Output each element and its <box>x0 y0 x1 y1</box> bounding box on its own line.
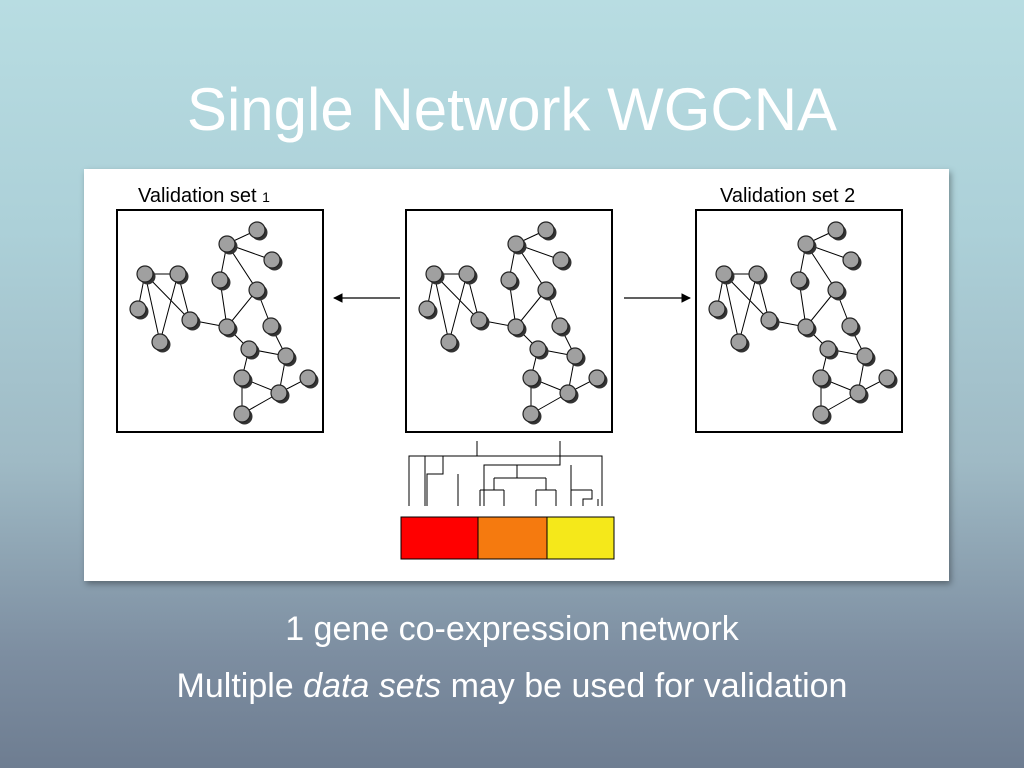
network-node <box>797 318 815 336</box>
network-node <box>233 405 251 423</box>
figure-panel: Validation set 1 Validation set 2 <box>84 169 949 581</box>
network-edge <box>738 273 758 343</box>
network-node <box>500 271 518 289</box>
module-orange <box>477 516 548 560</box>
network-node <box>827 281 845 299</box>
network-node <box>470 311 488 329</box>
network-center <box>405 209 613 433</box>
network-node <box>559 384 577 402</box>
network-node <box>248 281 266 299</box>
network-node <box>760 311 778 329</box>
network-node <box>248 221 266 239</box>
module-yellow <box>546 516 615 560</box>
network-node <box>418 300 436 318</box>
network-node <box>507 235 525 253</box>
network-node <box>552 251 570 269</box>
module-color-bar <box>400 516 615 560</box>
network-node <box>181 311 199 329</box>
network-edge <box>159 273 179 343</box>
network-node <box>812 369 830 387</box>
network-node <box>812 405 830 423</box>
network-edge <box>723 273 740 343</box>
caption-line-1: 1 gene co-expression network <box>285 610 739 648</box>
network-edge <box>144 273 161 343</box>
network-node <box>277 347 295 365</box>
network-node <box>129 300 147 318</box>
network-right-frame <box>695 209 903 433</box>
network-node <box>299 369 317 387</box>
network-node <box>827 221 845 239</box>
slide-title: Single Network WGCNA <box>186 76 838 143</box>
network-node <box>522 369 540 387</box>
network-node <box>263 251 281 269</box>
validation-set-2-label: Validation set 2 <box>720 185 855 207</box>
network-node <box>522 405 540 423</box>
network-node <box>878 369 896 387</box>
network-node <box>708 300 726 318</box>
network-node <box>211 271 229 289</box>
network-center-frame <box>405 209 613 433</box>
network-node <box>240 340 258 358</box>
network-node <box>218 318 236 336</box>
data-sets-emphasis: data sets <box>303 667 442 705</box>
network-node <box>507 318 525 336</box>
network-diagram: Validation set 1 Validation set 2 <box>116 185 903 560</box>
network-node <box>715 265 733 283</box>
network-node <box>841 317 859 335</box>
network-node <box>566 347 584 365</box>
network-node <box>425 265 443 283</box>
network-node <box>262 317 280 335</box>
network-node <box>537 221 555 239</box>
network-right <box>695 209 903 433</box>
network-node <box>819 340 837 358</box>
network-edge <box>448 273 468 343</box>
dendrogram <box>408 441 603 506</box>
network-node <box>151 333 169 351</box>
network-node <box>730 333 748 351</box>
network-node <box>551 317 569 335</box>
network-left <box>116 209 324 433</box>
caption-line-2: Multiple data sets may be used for valid… <box>176 667 848 705</box>
network-left-frame <box>116 209 324 433</box>
network-node <box>748 265 766 283</box>
network-node <box>218 235 236 253</box>
network-node <box>169 265 187 283</box>
validation-set-1-label: Validation set 1 <box>138 185 270 207</box>
network-node <box>136 265 154 283</box>
network-node <box>233 369 251 387</box>
network-node <box>856 347 874 365</box>
network-node <box>849 384 867 402</box>
network-node <box>537 281 555 299</box>
network-node <box>270 384 288 402</box>
network-node <box>529 340 547 358</box>
network-node <box>458 265 476 283</box>
network-node <box>440 333 458 351</box>
network-node <box>842 251 860 269</box>
network-edge <box>433 273 450 343</box>
network-node <box>790 271 808 289</box>
network-node <box>797 235 815 253</box>
network-node <box>588 369 606 387</box>
module-red <box>400 516 479 560</box>
